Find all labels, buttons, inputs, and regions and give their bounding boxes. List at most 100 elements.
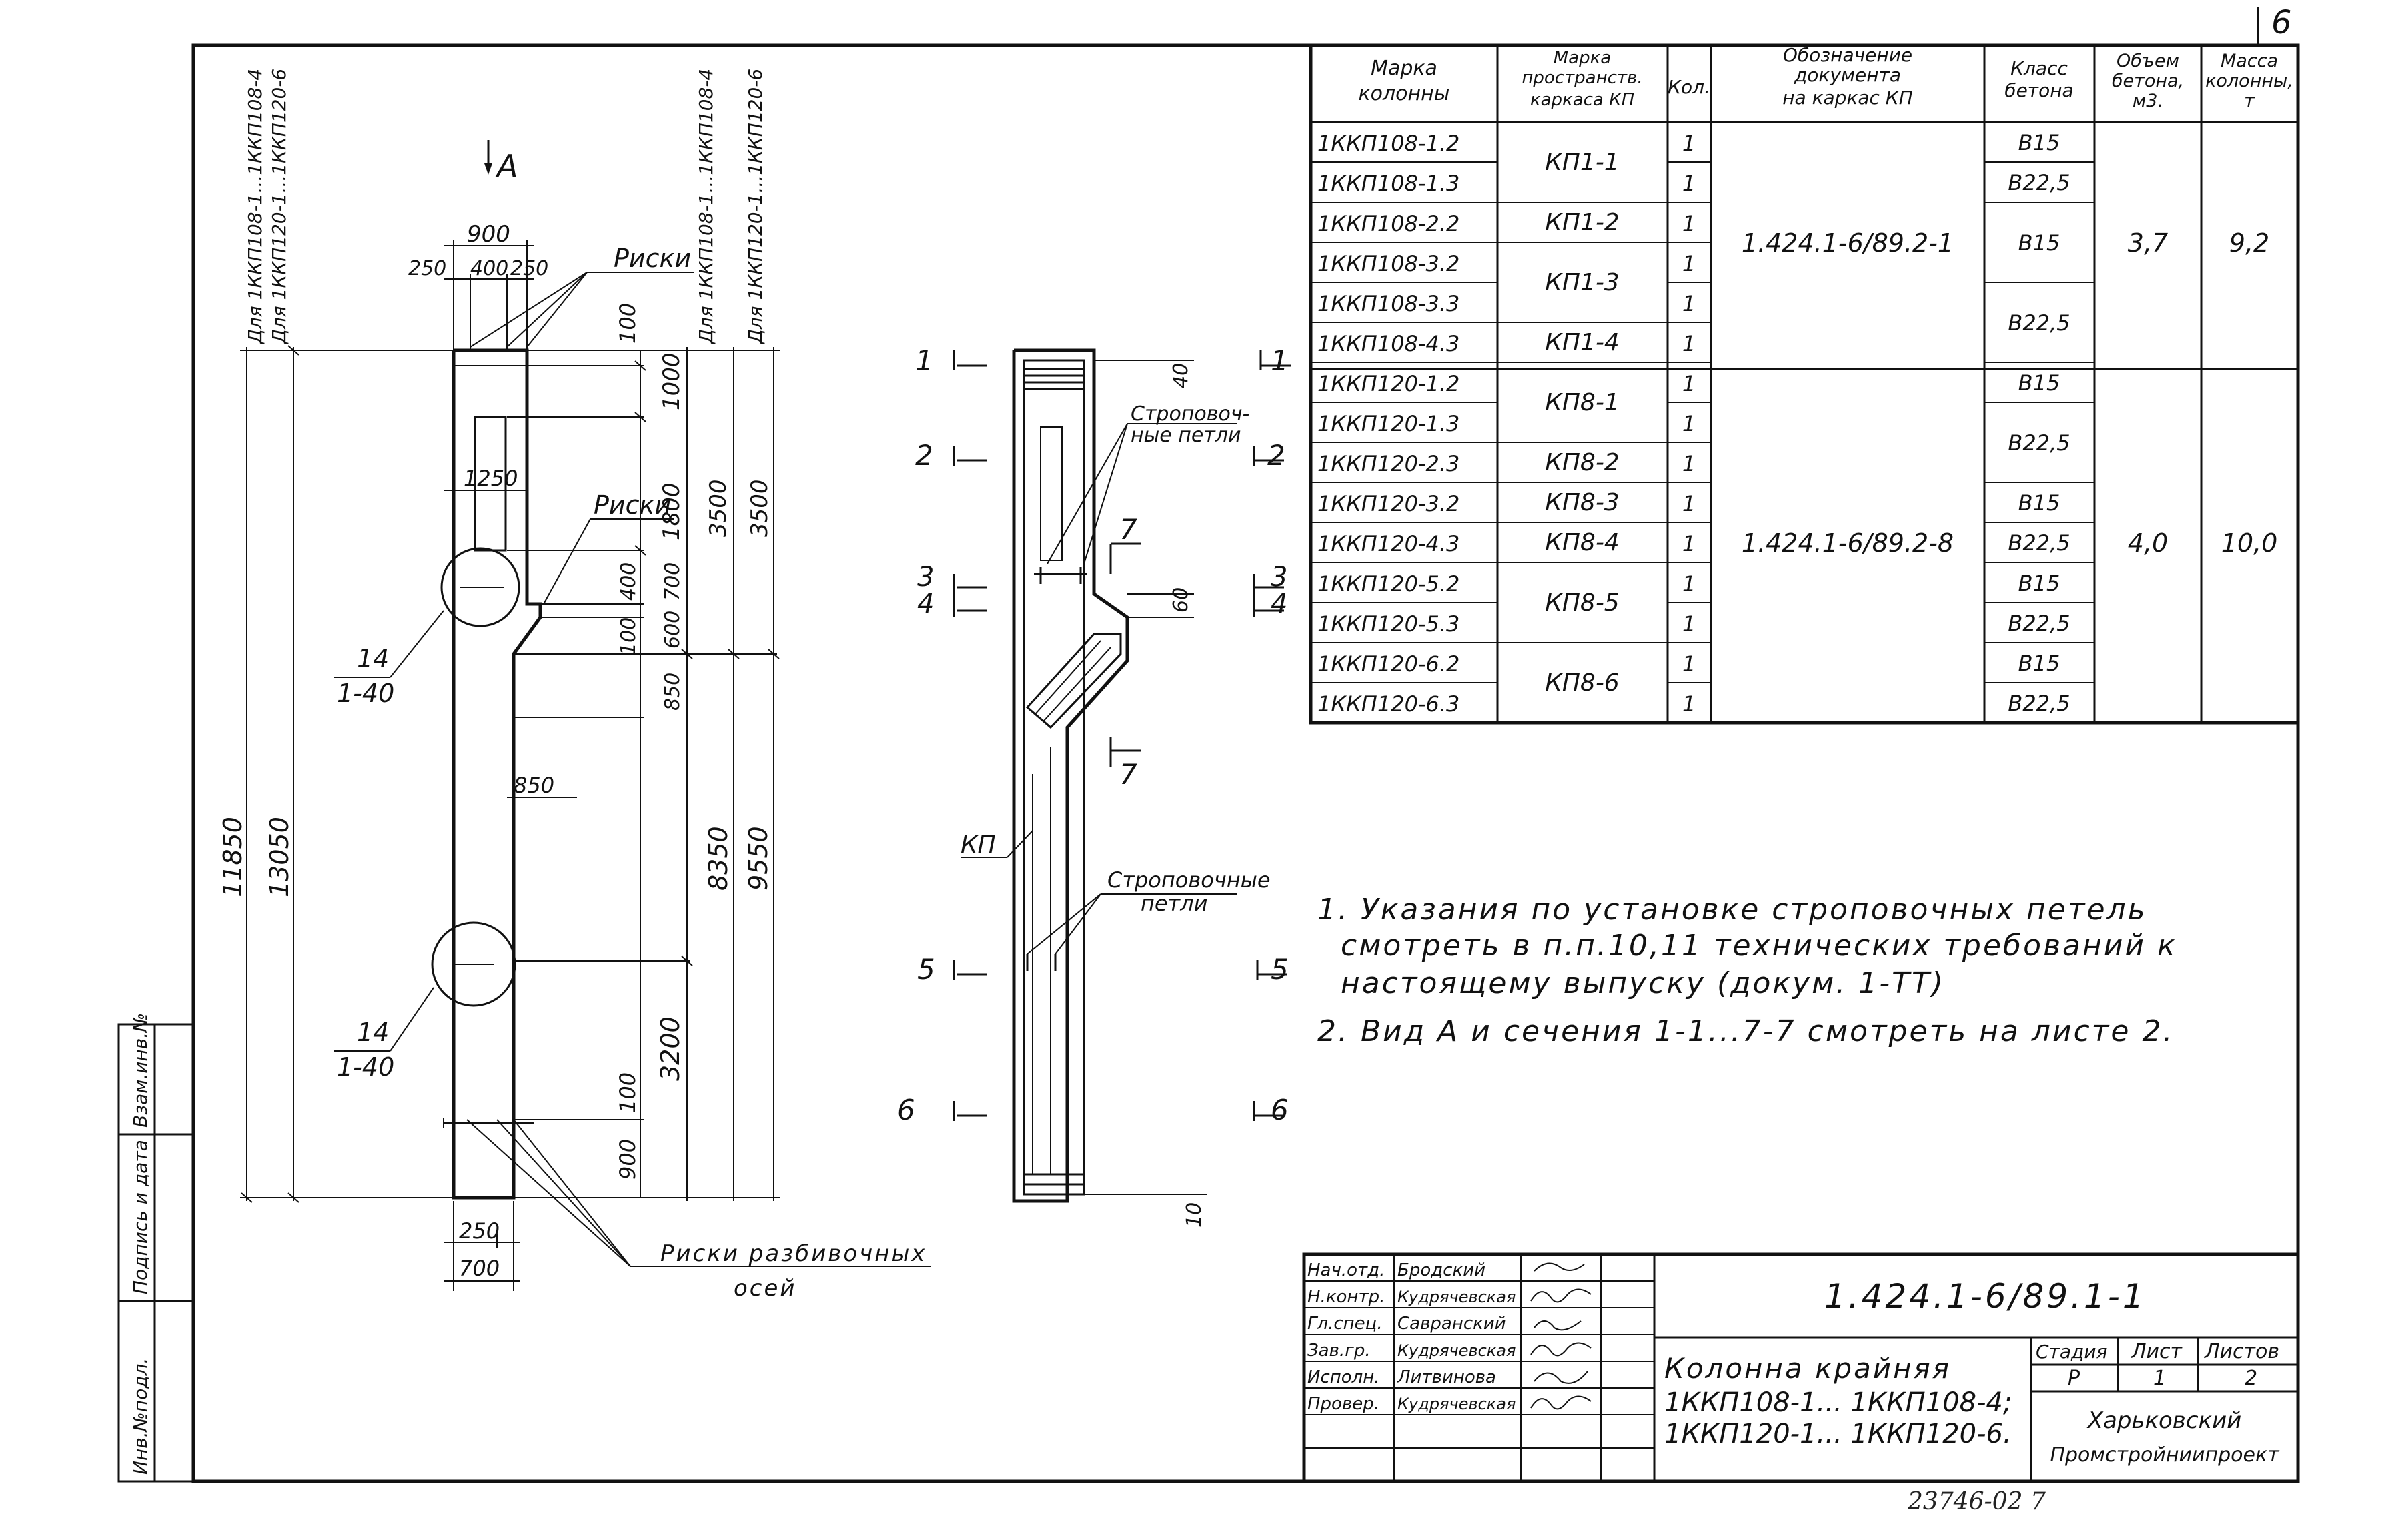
table-row-kol: 1 xyxy=(1682,651,1696,677)
table-volume: 4,0 xyxy=(2128,528,2168,558)
sheet-value: 1 xyxy=(2153,1367,2166,1390)
header-mass-1: Масса xyxy=(2221,51,2278,71)
table-klass: В22,5 xyxy=(2008,611,2070,636)
dim-900: 900 xyxy=(467,221,510,248)
role-2: Гл.спец. xyxy=(1307,1314,1383,1334)
org-line-2: Промстройниипроект xyxy=(2050,1443,2280,1467)
left-dim-13050: 13050 xyxy=(265,817,294,897)
column-elevation xyxy=(431,140,542,1200)
header-doc-2: документа xyxy=(1794,64,1901,86)
header-kp-2: пространств. xyxy=(1522,68,1642,88)
sheet-number: 6 xyxy=(2271,4,2292,41)
header-mass-3: т xyxy=(2244,91,2255,111)
side-stamp-inv: Инв.№подл. xyxy=(129,1358,151,1475)
header-vol-2: бетона, xyxy=(2112,71,2184,91)
table-row-marka: 1ККП120-6.3 xyxy=(1317,691,1459,717)
table-row-kol: 1 xyxy=(1682,371,1696,396)
table-volume: 3,7 xyxy=(2128,228,2168,258)
cage-leaders xyxy=(961,360,1237,1195)
section-3-left: 3 xyxy=(917,562,934,593)
dim-9550: 9550 xyxy=(744,826,773,891)
name-4: Литвинова xyxy=(1397,1367,1496,1387)
role-5: Провер. xyxy=(1307,1394,1379,1414)
header-marka-1: Марка xyxy=(1371,57,1437,80)
table-doc: 1.424.1-6/89.2-8 xyxy=(1742,528,1954,558)
table-kp-mark: КП8-3 xyxy=(1545,489,1619,516)
table-row-marka: 1ККП108-3.3 xyxy=(1317,291,1459,316)
role-0: Нач.отд. xyxy=(1307,1260,1385,1280)
note-2: 2. Вид А и сечения 1-1...7-7 смотреть на… xyxy=(1317,1014,2174,1048)
right-vertical-dimensions xyxy=(507,347,780,1201)
right-dim-label-b: Для 1ККП120-1...1ККП120-6 xyxy=(744,69,766,345)
name-3: Кудрячевская xyxy=(1397,1341,1516,1360)
left-vertical-dimensions xyxy=(240,345,454,1203)
note-1-line-1: 1. Указания по установке строповочных пе… xyxy=(1317,893,2147,927)
dim-1800: 1800 xyxy=(658,482,685,540)
table-row-kol: 1 xyxy=(1682,291,1696,316)
left-dim-label-a: Для 1ККП108-1...1ККП108-4 xyxy=(244,69,266,345)
footer-number: 23746-02 7 xyxy=(1907,1488,2046,1515)
role-1: Н.контр. xyxy=(1307,1287,1385,1307)
table-klass: В15 xyxy=(2018,230,2060,256)
title-block-grid xyxy=(1302,1252,2300,1483)
side-stamp-replace: Взам.инв.№ xyxy=(129,1013,151,1128)
table-row-kol: 1 xyxy=(1682,491,1696,516)
callout-2-num: 14 xyxy=(357,1018,389,1047)
dim-3200: 3200 xyxy=(656,1016,685,1081)
table-kp-mark: КП1-4 xyxy=(1545,329,1619,356)
sheets-value: 2 xyxy=(2245,1367,2257,1390)
table-klass: В15 xyxy=(2018,370,2060,396)
right-dim-label-a: Для 1ККП108-1...1ККП108-4 xyxy=(695,69,717,345)
section-6-left: 6 xyxy=(897,1094,915,1126)
name-0: Бродский xyxy=(1397,1260,1485,1280)
table-kp-mark: КП8-1 xyxy=(1545,389,1619,416)
section-4-left: 4 xyxy=(917,589,934,619)
riski-top-label: Риски xyxy=(614,244,691,273)
spec-table-text: Марка колонны Марка пространств. каркаса… xyxy=(1317,44,2293,717)
header-marka-2: колонны xyxy=(1359,82,1450,105)
section-7-top: 7 xyxy=(1119,513,1137,546)
table-row-marka: 1ККП120-5.3 xyxy=(1317,611,1459,637)
role-3: Зав.гр. xyxy=(1307,1340,1371,1361)
header-doc-3: на каркас КП xyxy=(1782,87,1913,109)
dim-850-vertical: 850 xyxy=(661,673,684,711)
table-klass: В22,5 xyxy=(2008,530,2070,556)
dim-600: 600 xyxy=(661,611,684,649)
table-row-kol: 1 xyxy=(1682,171,1696,196)
section-1-right: 1 xyxy=(1271,344,1289,377)
kp-label: КП xyxy=(961,831,996,859)
section-7-bottom: 7 xyxy=(1119,758,1137,791)
header-klass-2: бетона xyxy=(2004,79,2073,101)
dim-60: 60 xyxy=(1169,587,1193,613)
title-code: 1.424.1-6/89.1-1 xyxy=(1824,1277,2147,1316)
riski-bottom-label: Риски разбивочных xyxy=(660,1240,927,1267)
dim-250-left: 250 xyxy=(408,257,446,280)
dim-1000: 1000 xyxy=(658,352,685,410)
strop-label-1: Строповоч- xyxy=(1131,402,1249,426)
strop-label-4: петли xyxy=(1141,891,1208,916)
name-5: Кудрячевская xyxy=(1397,1395,1516,1413)
left-dim-11850: 11850 xyxy=(218,817,247,897)
callout-1-ref: 1-40 xyxy=(337,679,394,708)
table-row-marka: 1ККП108-1.3 xyxy=(1317,171,1459,196)
table-row-marka: 1ККП120-1.2 xyxy=(1317,371,1459,396)
top-dimensions xyxy=(444,240,577,1291)
table-kp-mark: КП8-4 xyxy=(1545,529,1619,556)
table-row-marka: 1ККП120-5.2 xyxy=(1317,571,1459,597)
title-line-3: 1ККП120-1... 1ККП120-6. xyxy=(1664,1419,2012,1449)
section-3-right: 3 xyxy=(1271,562,1287,593)
table-mass: 10,0 xyxy=(2221,528,2278,558)
dim-100-bottom: 100 xyxy=(615,1072,640,1113)
org-line-1: Харьковский xyxy=(2086,1407,2242,1434)
dim-700-v: 700 xyxy=(661,562,684,601)
table-row-kol: 1 xyxy=(1682,251,1696,276)
header-kp-3: каркаса КП xyxy=(1530,90,1634,110)
table-kp-mark: КП1-1 xyxy=(1545,149,1619,176)
table-row-marka: 1ККП120-4.3 xyxy=(1317,531,1459,556)
table-klass: В15 xyxy=(2018,130,2060,155)
side-stamp-sign: Подпись и дата xyxy=(129,1140,151,1294)
table-klass: В22,5 xyxy=(2008,691,2070,716)
callout-2-ref: 1-40 xyxy=(337,1052,394,1082)
table-row-kol: 1 xyxy=(1682,211,1696,236)
sheet-label: Лист xyxy=(2131,1340,2183,1363)
